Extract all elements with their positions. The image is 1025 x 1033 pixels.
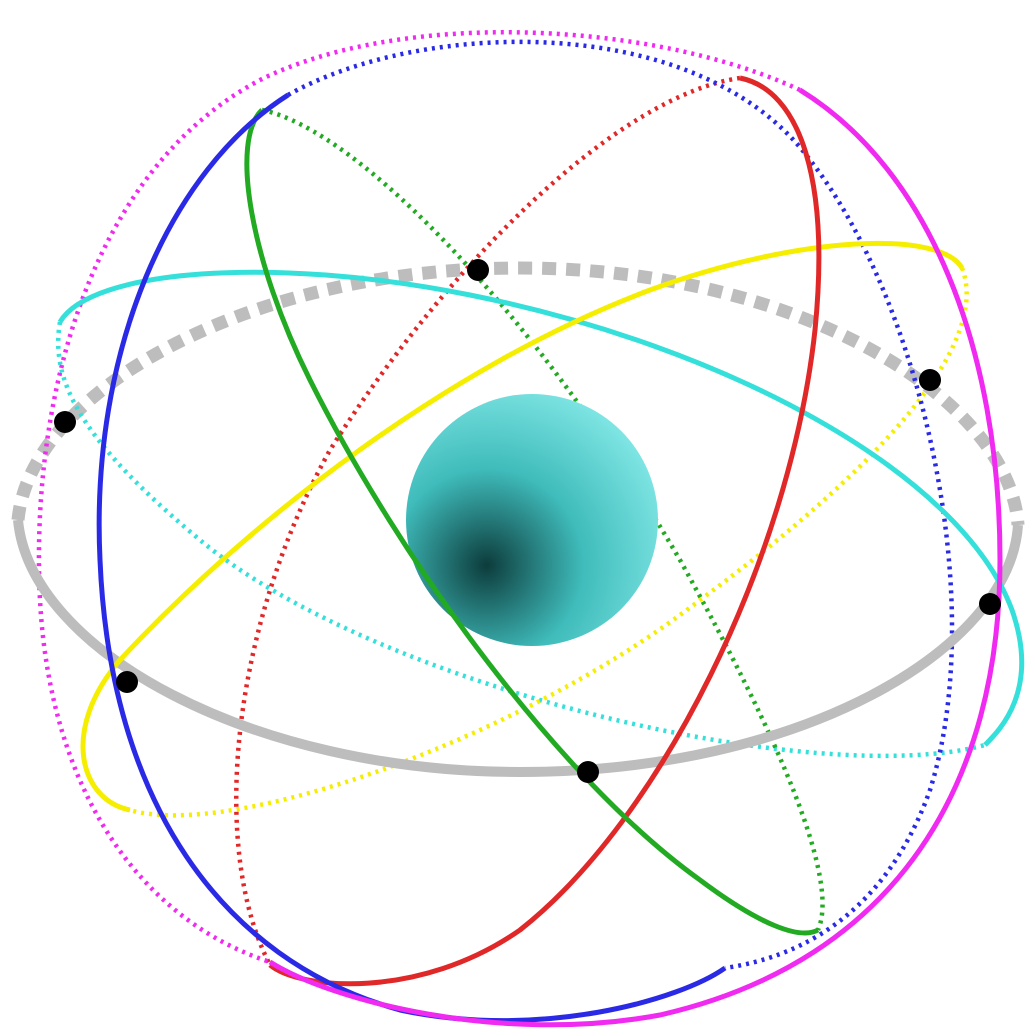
- satellite-6: [577, 761, 599, 783]
- satellite-2: [919, 369, 941, 391]
- satellite-5: [116, 671, 138, 693]
- central-planet: [406, 394, 658, 646]
- satellite-3: [54, 411, 76, 433]
- satellite-4: [979, 593, 1001, 615]
- satellite-1: [467, 259, 489, 281]
